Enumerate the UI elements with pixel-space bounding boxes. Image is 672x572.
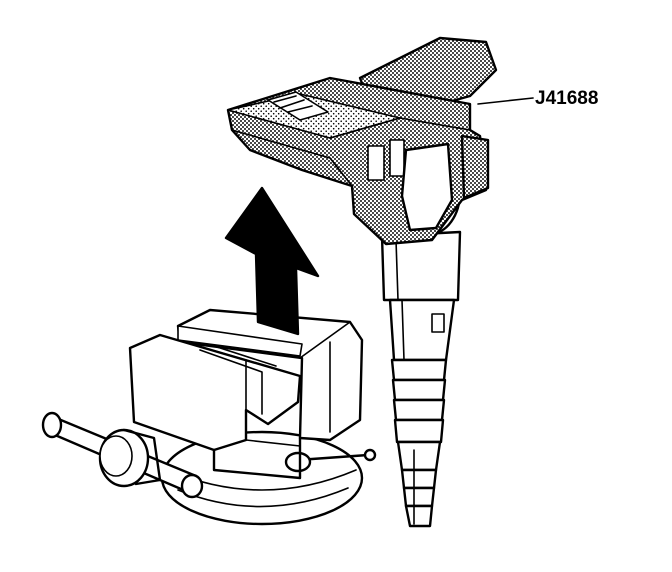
vise-lock-lever — [284, 448, 377, 473]
tool-callout: J41688 — [477, 88, 598, 109]
vise-handle — [41, 411, 204, 499]
callout-label: J41688 — [535, 88, 598, 109]
arrow-up-icon — [224, 186, 320, 336]
coil-ribbed-section — [390, 358, 448, 444]
vise-body — [128, 308, 364, 480]
coil-remover-tool — [226, 36, 498, 246]
coil-spark-plug-boot — [396, 440, 442, 528]
callout-leader-line — [477, 97, 534, 105]
bench-vise — [41, 308, 377, 526]
